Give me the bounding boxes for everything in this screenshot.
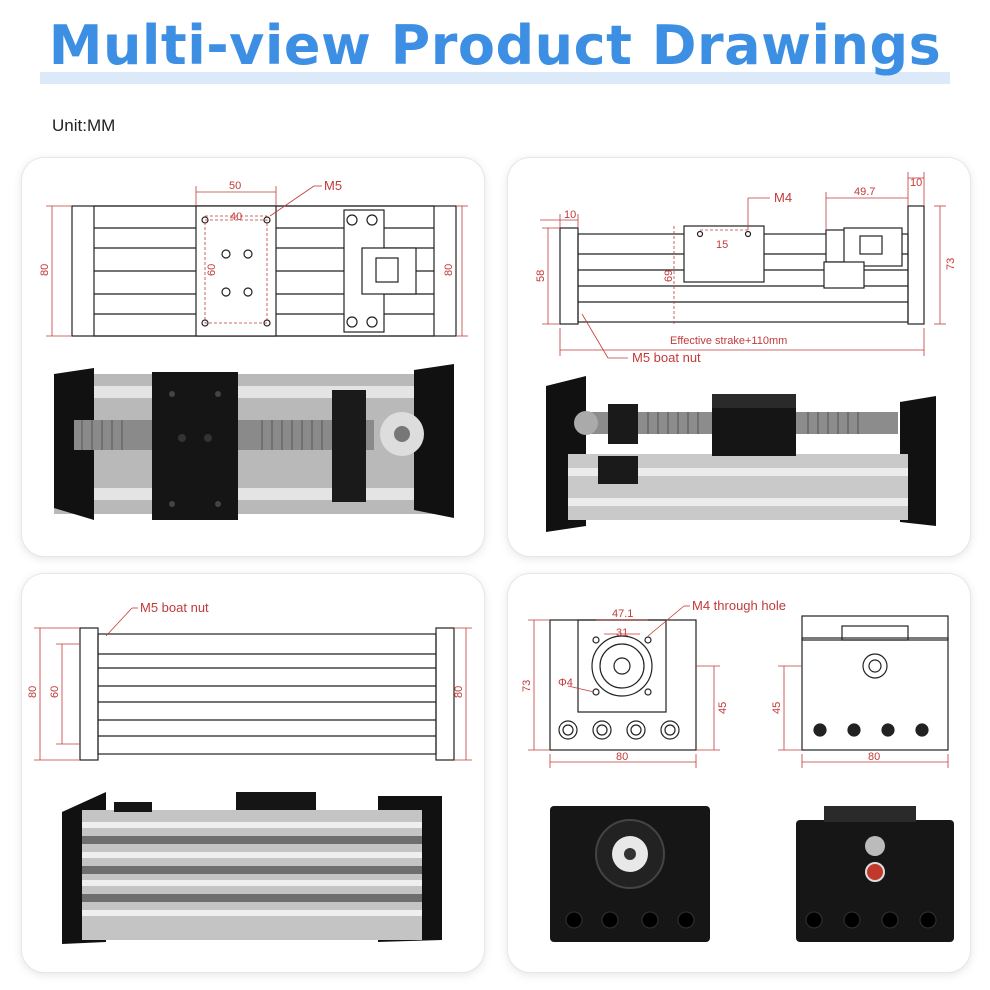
bottom-view-product-photo [62, 792, 442, 944]
dim-58: 58 [535, 270, 547, 282]
dim-width-50: 50 [229, 180, 241, 192]
page-title: Multi-view Product Drawings [48, 14, 942, 77]
idle-end-product-photo [796, 806, 954, 942]
dim-31: 31 [616, 627, 628, 639]
dim-80-left: 80 [27, 686, 39, 698]
panel-bottom-view: M5 boat nut 80 60 80 [22, 574, 484, 972]
top-view-line-drawing [71, 205, 457, 337]
dim-left-80: 80 [39, 264, 51, 276]
end-views-dimensions [528, 605, 949, 768]
thread-m5-label: M5 [324, 178, 342, 193]
dim-phi4: Φ4 [558, 677, 573, 689]
panel-side-view: 10 49.7 10 15 58 69 73 M4 Effective stra… [508, 158, 970, 556]
dim-45-b: 45 [771, 702, 783, 714]
bottom-view-drawing: M5 boat nut 80 60 80 [27, 600, 472, 944]
dim-73: 73 [945, 258, 957, 270]
top-view-dimensions [46, 185, 468, 337]
dim-right-80: 80 [443, 264, 455, 276]
side-view-dimensions [540, 172, 946, 359]
panel-top-view: 50 40 60 80 80 M5 [22, 158, 484, 556]
dim-10-left: 10 [564, 209, 576, 221]
idle-end-line-drawing [801, 615, 949, 751]
dim-width-40: 40 [230, 211, 242, 223]
dim-47-1: 47.1 [612, 608, 633, 620]
dim-60: 60 [49, 686, 61, 698]
end-views-drawing: M4 through hole 47.1 31 Φ4 73 45 80 45 8… [521, 598, 954, 942]
unit-label: Unit:MM [52, 116, 116, 135]
dim-15: 15 [716, 239, 728, 251]
effective-stroke-label: Effective strake+110mm [670, 335, 787, 347]
motor-end-product-photo [550, 806, 710, 942]
dim-45-a: 45 [717, 702, 729, 714]
boat-nut-label: M5 boat nut [140, 600, 209, 615]
through-hole-label: M4 through hole [692, 598, 786, 613]
dim-73: 73 [521, 680, 533, 692]
dim-69: 69 [663, 270, 675, 282]
top-view-drawing: 50 40 60 80 80 M5 [39, 178, 468, 520]
side-view-line-drawing [559, 205, 925, 325]
dim-height-60: 60 [206, 264, 218, 276]
boat-nut-label: M5 boat nut [632, 350, 701, 365]
panel-end-views: M4 through hole 47.1 31 Φ4 73 45 80 45 8… [508, 574, 970, 972]
side-view-product-photo [546, 376, 936, 532]
dim-80-right: 80 [453, 686, 465, 698]
bottom-view-dimensions [34, 607, 472, 761]
dim-80-a: 80 [616, 751, 628, 763]
top-view-product-photo [54, 364, 454, 520]
dim-10-right: 10 [910, 177, 922, 189]
side-view-drawing: 10 49.7 10 15 58 69 73 M4 Effective stra… [535, 172, 957, 532]
dim-80-b: 80 [868, 751, 880, 763]
bottom-view-line-drawing [79, 627, 455, 761]
dim-49-7: 49.7 [854, 186, 875, 198]
thread-m4-label: M4 [774, 190, 792, 205]
